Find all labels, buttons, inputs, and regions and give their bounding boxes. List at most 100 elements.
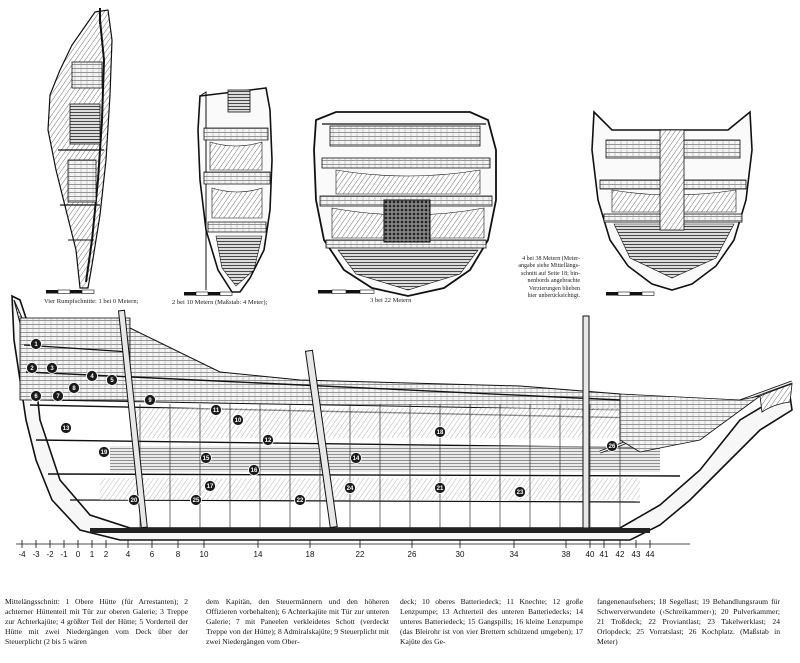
- fore-mast: [582, 315, 590, 529]
- axis-tick-label: 42: [616, 550, 625, 559]
- section-1-caption: Vier Rumpfschnitte: 1 bei 0 Metern;: [44, 298, 139, 305]
- callout-number: 25: [193, 498, 200, 504]
- section-3-caption: 3 bei 22 Metern: [370, 297, 412, 304]
- axis-tick-label: 34: [510, 550, 519, 559]
- callout-marker: [30, 338, 42, 350]
- axis-tick-label: 0: [76, 550, 81, 559]
- callout-number: 2: [30, 366, 34, 372]
- axis-tick-label: 26: [408, 550, 417, 559]
- hull-section-4: [591, 110, 753, 296]
- forecastle: [619, 393, 761, 453]
- callout-marker: [200, 452, 212, 464]
- callout-number: 26: [609, 444, 616, 450]
- axis-tick-label: 2: [104, 550, 109, 559]
- axis-tick-label: 4: [126, 550, 131, 559]
- callout-marker: [68, 382, 80, 394]
- callout-number: 22: [297, 498, 304, 504]
- callout-number: 21: [437, 486, 444, 492]
- callout-marker: [46, 362, 58, 374]
- callout-marker: [434, 426, 446, 438]
- hull-section-2: [184, 87, 273, 296]
- callout-number: 23: [517, 490, 524, 496]
- axis-tick-label: 44: [646, 550, 655, 559]
- callout-number: 8: [72, 386, 76, 392]
- axis-tick-label: 10: [200, 550, 209, 559]
- callout-number: 3: [50, 366, 54, 372]
- axis-tick-label: 40: [586, 550, 595, 559]
- axis-tick-label: 6: [150, 550, 155, 559]
- callout-number: 20: [131, 498, 138, 504]
- callout-number: 17: [207, 484, 214, 490]
- callout-number: 16: [251, 468, 258, 474]
- callout-marker: [26, 362, 38, 374]
- callout-number: 13: [63, 426, 70, 432]
- callout-marker: [232, 414, 244, 426]
- callout-number: 10: [235, 418, 242, 424]
- callout-number: 5: [110, 378, 114, 384]
- axis-tick-label: 1: [90, 550, 95, 559]
- axis-tick-label: 43: [632, 550, 641, 559]
- callout-number: 24: [347, 486, 354, 492]
- callout-marker: [606, 440, 618, 452]
- scale-bar-1: [46, 289, 95, 294]
- axis-tick-label: 22: [356, 550, 365, 559]
- section-4-note: 4 bei 38 Metern (Meter- angabe siehe Mit…: [518, 256, 580, 300]
- callout-marker: [106, 374, 118, 386]
- callout-marker: [204, 480, 216, 492]
- axis-tick-label: 38: [562, 550, 571, 559]
- callout-marker: [210, 404, 222, 416]
- scale-bar-4: [606, 291, 655, 296]
- callout-marker: [86, 370, 98, 382]
- legend-column-3: deck; 10 oberes Batteriedeck; 11 Knechte…: [400, 597, 583, 647]
- callout-marker: [514, 486, 526, 498]
- keel: [90, 528, 650, 533]
- axis-tick-label: -1: [60, 550, 68, 559]
- callout-marker: [190, 494, 202, 506]
- callout-marker: [30, 390, 42, 402]
- axis-tick-label: 18: [306, 550, 315, 559]
- callout-marker: [344, 482, 356, 494]
- hull-section-3: [313, 111, 497, 297]
- callout-marker: [434, 482, 446, 494]
- callout-marker: [350, 452, 362, 464]
- callout-number: 11: [213, 408, 220, 414]
- axis-tick-label: -3: [32, 550, 40, 559]
- callout-marker: [262, 434, 274, 446]
- callout-marker: [248, 464, 260, 476]
- callout-marker: [98, 446, 110, 458]
- callout-marker: [128, 494, 140, 506]
- callout-number: 4: [90, 374, 94, 380]
- callout-number: 9: [148, 398, 152, 404]
- axis-tick-label: -2: [46, 550, 54, 559]
- callout-number: 18: [437, 430, 444, 436]
- longitudinal-section: [11, 294, 793, 541]
- callout-number: 19: [101, 450, 108, 456]
- scale-bar-2: [184, 291, 233, 296]
- scale-bar-3: [318, 289, 375, 294]
- axis-tick-label: 30: [456, 550, 465, 559]
- legend-column-2: dem Kapitän, den Steuermännern und den h…: [206, 597, 389, 647]
- axis-tick-label: -4: [18, 550, 26, 559]
- figurehead: [759, 383, 793, 413]
- legend-column-4: fangenenaufsehers; 18 Segellast; 19 Beha…: [597, 597, 780, 647]
- callout-number: 6: [34, 394, 38, 400]
- callout-number: 14: [353, 456, 360, 462]
- main-mast: [304, 349, 338, 529]
- ship-cross-section-drawing: 1234567891011121314151617181920212223242…: [11, 8, 793, 559]
- axis-tick-label: 14: [254, 550, 263, 559]
- legend-column-1: Mittelängsschnitt: 1 Obere Hütte (für Ar…: [5, 597, 188, 647]
- section-2-caption: 2 bei 10 Metern (Maßstab: 4 Meter);: [172, 299, 268, 306]
- callout-marker: [144, 394, 156, 406]
- callout-number: 1: [34, 342, 38, 348]
- callout-marker: [60, 422, 72, 434]
- callout-number: 12: [265, 438, 272, 444]
- mizzen-mast: [117, 309, 148, 529]
- axis-tick-label: 8: [176, 550, 181, 559]
- callout-marker: [294, 494, 306, 506]
- axis-tick-label: 41: [600, 550, 609, 559]
- callout-marker: [52, 390, 64, 402]
- hull-section-1: [46, 8, 113, 294]
- callout-number: 7: [56, 394, 60, 400]
